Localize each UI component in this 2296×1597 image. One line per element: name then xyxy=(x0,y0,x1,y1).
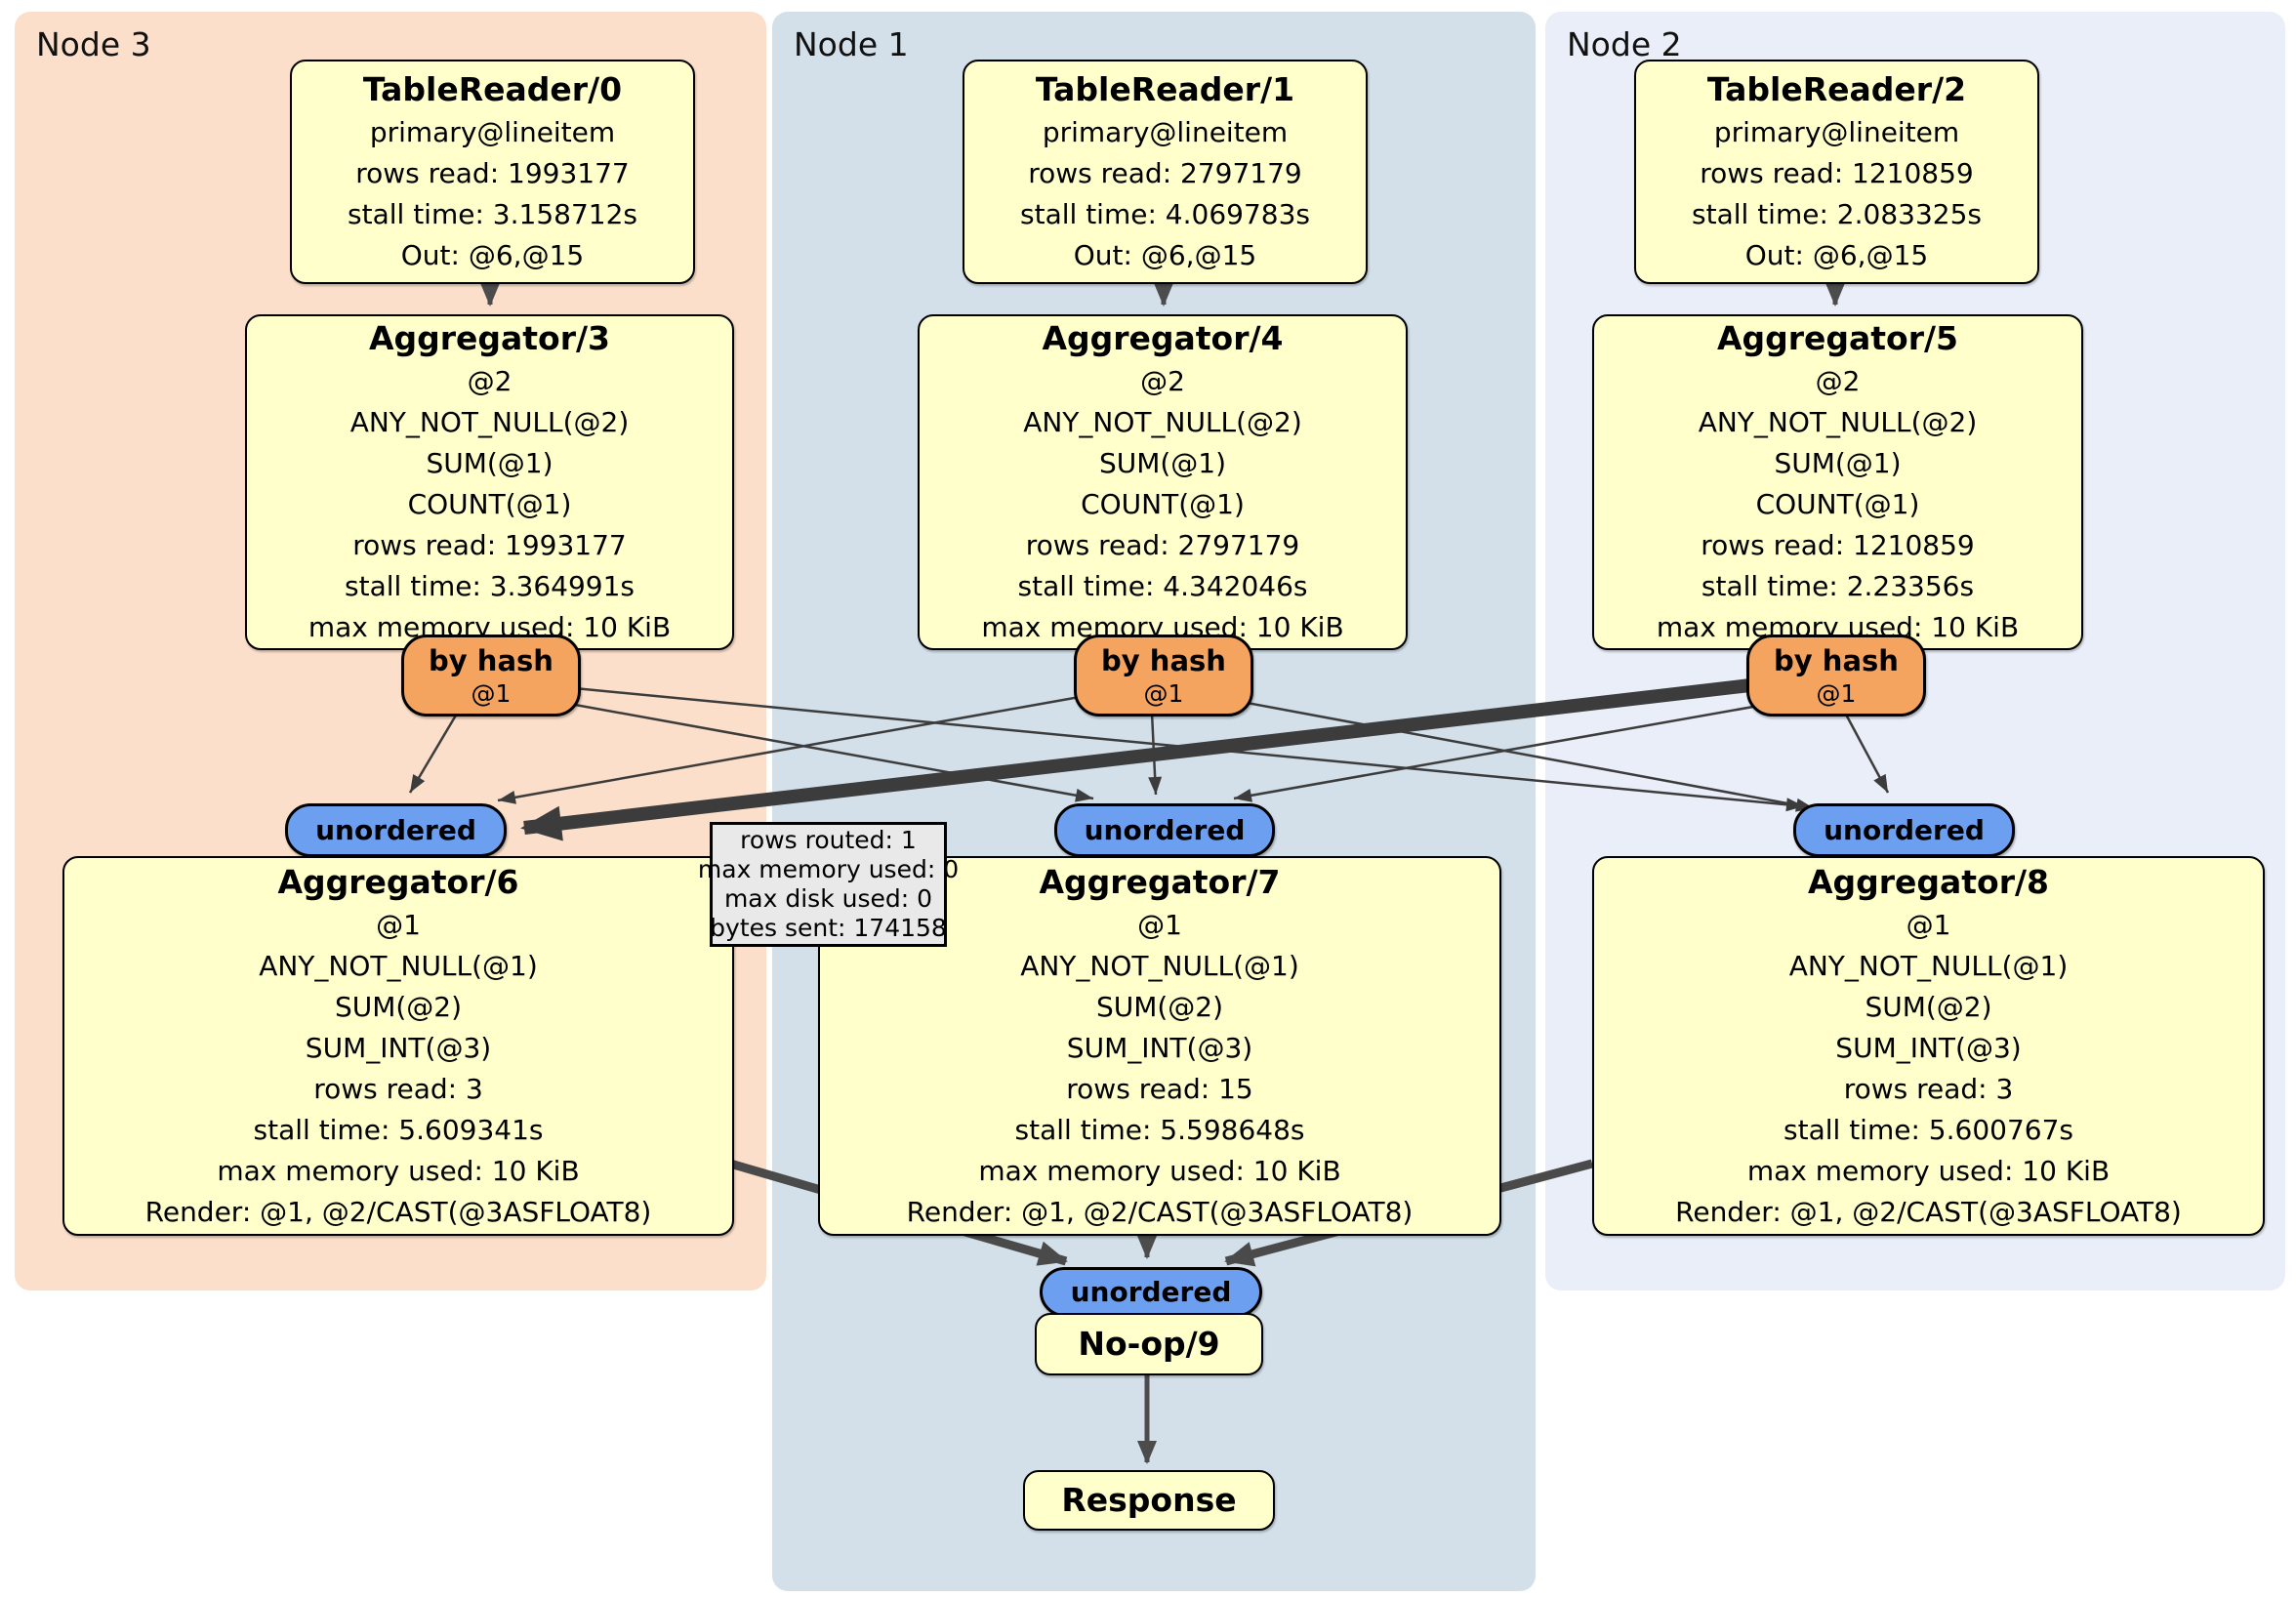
panel-node-2-label: Node 2 xyxy=(1567,25,1682,63)
edge-byhash5-to-unordered-node1[interactable] xyxy=(1233,705,1754,802)
node-title: Aggregator/7 xyxy=(1039,862,1281,901)
edge-byhash3-to-unordered-node3[interactable] xyxy=(408,713,459,794)
node-title: Response xyxy=(1061,1481,1237,1519)
node-title: Aggregator/3 xyxy=(368,319,611,357)
edge-byhash4-to-unordered-node3[interactable] xyxy=(497,695,1081,804)
router-byhash-3: by hash @1 xyxy=(401,635,581,717)
router-hash-column: @1 xyxy=(471,679,512,708)
stream-unordered-final: unordered xyxy=(1040,1267,1262,1317)
node-title: Aggregator/4 xyxy=(1042,319,1284,357)
node-title: TableReader/1 xyxy=(1035,70,1295,108)
stream-unordered-node3: unordered xyxy=(285,803,507,857)
router-byhash-4: by hash @1 xyxy=(1074,635,1253,717)
router-label: by hash xyxy=(429,644,554,677)
stream-unordered-node2: unordered xyxy=(1793,803,2015,857)
edge-byhash3-to-unordered-node1[interactable] xyxy=(542,697,1094,802)
node-noop-9: No-op/9 xyxy=(1035,1313,1263,1375)
node-title: Aggregator/8 xyxy=(1807,862,2050,901)
router-hash-column: @1 xyxy=(1816,679,1857,708)
edge-byhash4-to-unordered-node2[interactable] xyxy=(1225,697,1815,812)
panel-node-1-label: Node 1 xyxy=(794,25,909,63)
router-label: by hash xyxy=(1774,644,1899,677)
edge-byhash5-to-unordered-node3[interactable] xyxy=(520,678,1751,841)
panel-node-3-label: Node 3 xyxy=(36,25,151,63)
router-hash-column: @1 xyxy=(1143,679,1184,708)
node-title: Aggregator/6 xyxy=(277,862,519,901)
node-response: Response xyxy=(1023,1470,1275,1531)
node-title: TableReader/2 xyxy=(1706,70,1967,108)
router-byhash-5: by hash @1 xyxy=(1746,635,1926,717)
router-label: by hash xyxy=(1101,644,1226,677)
node-title: No-op/9 xyxy=(1078,1325,1220,1363)
edge-byhash5-to-unordered-node2[interactable] xyxy=(1843,712,1890,794)
stream-unordered-node1: unordered xyxy=(1054,803,1275,857)
node-title: Aggregator/5 xyxy=(1716,319,1959,357)
node-title: TableReader/0 xyxy=(362,70,623,108)
